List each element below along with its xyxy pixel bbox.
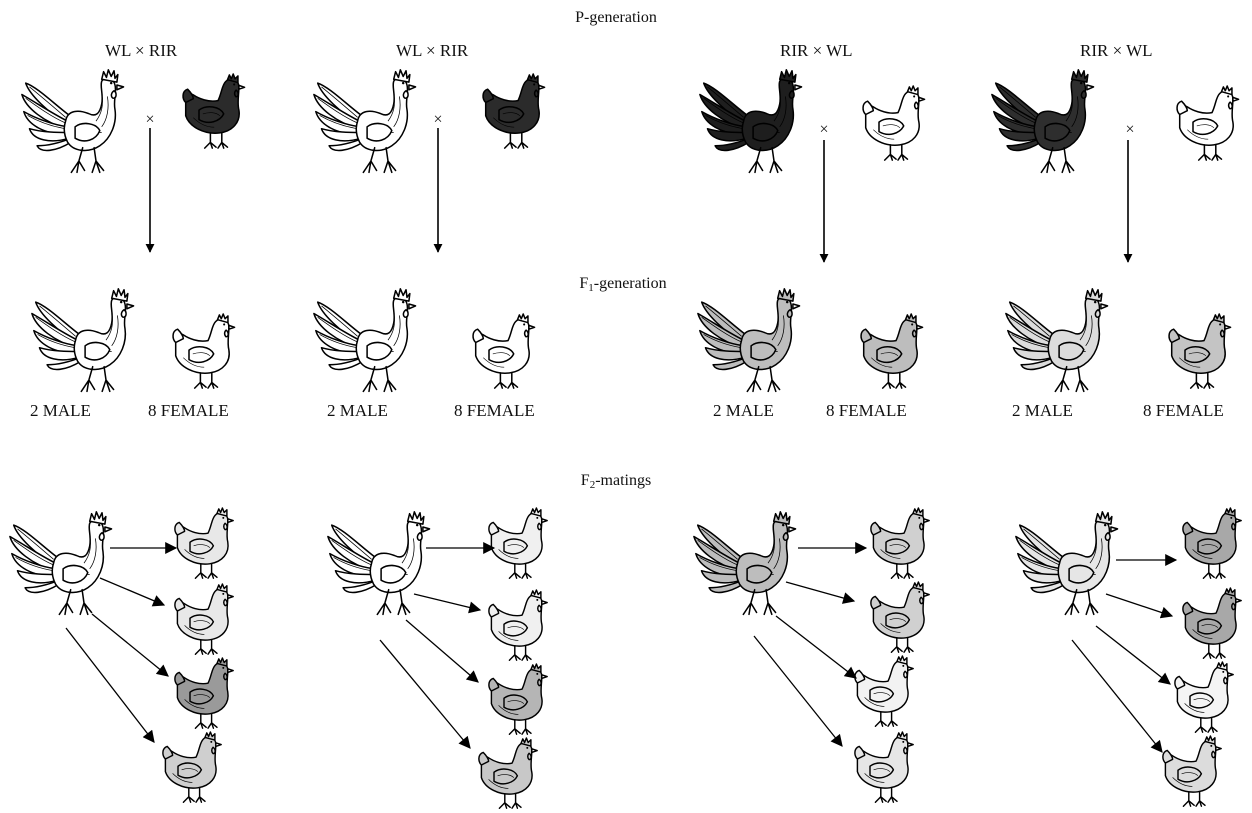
p-hen-icon: [183, 74, 245, 148]
mating-arrow: [414, 594, 480, 610]
p-rooster-icon: [22, 70, 124, 173]
f2-hen-icon: [855, 656, 913, 726]
f2-hen-icon: [855, 732, 913, 802]
f1-generation-heading: F1-generation: [579, 276, 666, 294]
cross-symbol: ×: [145, 112, 154, 128]
female-count-label: 8 FEMALE: [148, 402, 229, 419]
f1-rooster-icon: [698, 289, 800, 392]
male-count-label: 2 MALE: [30, 402, 91, 419]
f2-hen-icon: [489, 508, 547, 578]
f2-rooster-icon: [10, 512, 112, 615]
female-count-label: 8 FEMALE: [454, 402, 535, 419]
p-hen-icon: [863, 86, 925, 160]
f2-hen-icon: [1175, 662, 1233, 732]
mating-arrow: [776, 616, 856, 678]
f2-hen-icon: [1183, 588, 1241, 658]
f2-rooster-icon: [694, 512, 796, 615]
male-count-label: 2 MALE: [713, 402, 774, 419]
f2-hen-icon: [489, 664, 547, 734]
f2-rooster-icon: [328, 512, 430, 615]
cross-symbol: ×: [819, 122, 828, 138]
female-count-label: 8 FEMALE: [826, 402, 907, 419]
mating-arrow: [380, 640, 470, 748]
f2-hen-icon: [479, 738, 537, 808]
f1-hen-icon: [1169, 314, 1231, 388]
female-count-label: 8 FEMALE: [1143, 402, 1224, 419]
male-count-label: 2 MALE: [1012, 402, 1073, 419]
mating-arrow: [92, 614, 168, 676]
mating-arrow: [406, 620, 478, 682]
mating-arrow: [1072, 640, 1162, 752]
mating-arrow: [786, 582, 854, 601]
f2-hen-icon: [489, 590, 547, 660]
mating-arrow: [1106, 594, 1172, 616]
p-rooster-icon: [992, 70, 1094, 173]
f2-hen-icon: [1163, 736, 1221, 806]
f2-hen-icon: [175, 584, 233, 654]
f2-hen-icon: [871, 582, 929, 652]
f2-hen-icon: [163, 732, 221, 802]
cross-label: RIR × WL: [1080, 42, 1153, 59]
cross-label: RIR × WL: [780, 42, 853, 59]
f1-hen-icon: [473, 314, 535, 388]
cross-label: WL × RIR: [105, 42, 177, 59]
p-hen-icon: [483, 74, 545, 148]
f1-rooster-icon: [1006, 289, 1108, 392]
p-rooster-icon: [314, 70, 416, 173]
f2-rooster-icon: [1016, 512, 1118, 615]
cross-symbol: ×: [1125, 122, 1134, 138]
f2-hen-icon: [175, 658, 233, 728]
f1-hen-icon: [861, 314, 923, 388]
p-hen-icon: [1177, 86, 1239, 160]
f2-hen-icon: [871, 508, 929, 578]
p-rooster-icon: [700, 70, 802, 173]
mating-arrow: [66, 628, 154, 742]
f2-matings-heading: F2-matings: [581, 473, 651, 491]
f2-hen-icon: [175, 508, 233, 578]
mating-arrow: [100, 578, 164, 605]
p-generation-heading: P-generation: [575, 10, 657, 26]
f1-hen-icon: [173, 314, 235, 388]
cross-symbol: ×: [433, 112, 442, 128]
f1-rooster-icon: [32, 289, 134, 392]
mating-arrow: [754, 636, 842, 746]
mating-arrow: [1096, 626, 1170, 684]
male-count-label: 2 MALE: [327, 402, 388, 419]
cross-label: WL × RIR: [396, 42, 468, 59]
f2-hen-icon: [1183, 508, 1241, 578]
f1-rooster-icon: [314, 289, 416, 392]
